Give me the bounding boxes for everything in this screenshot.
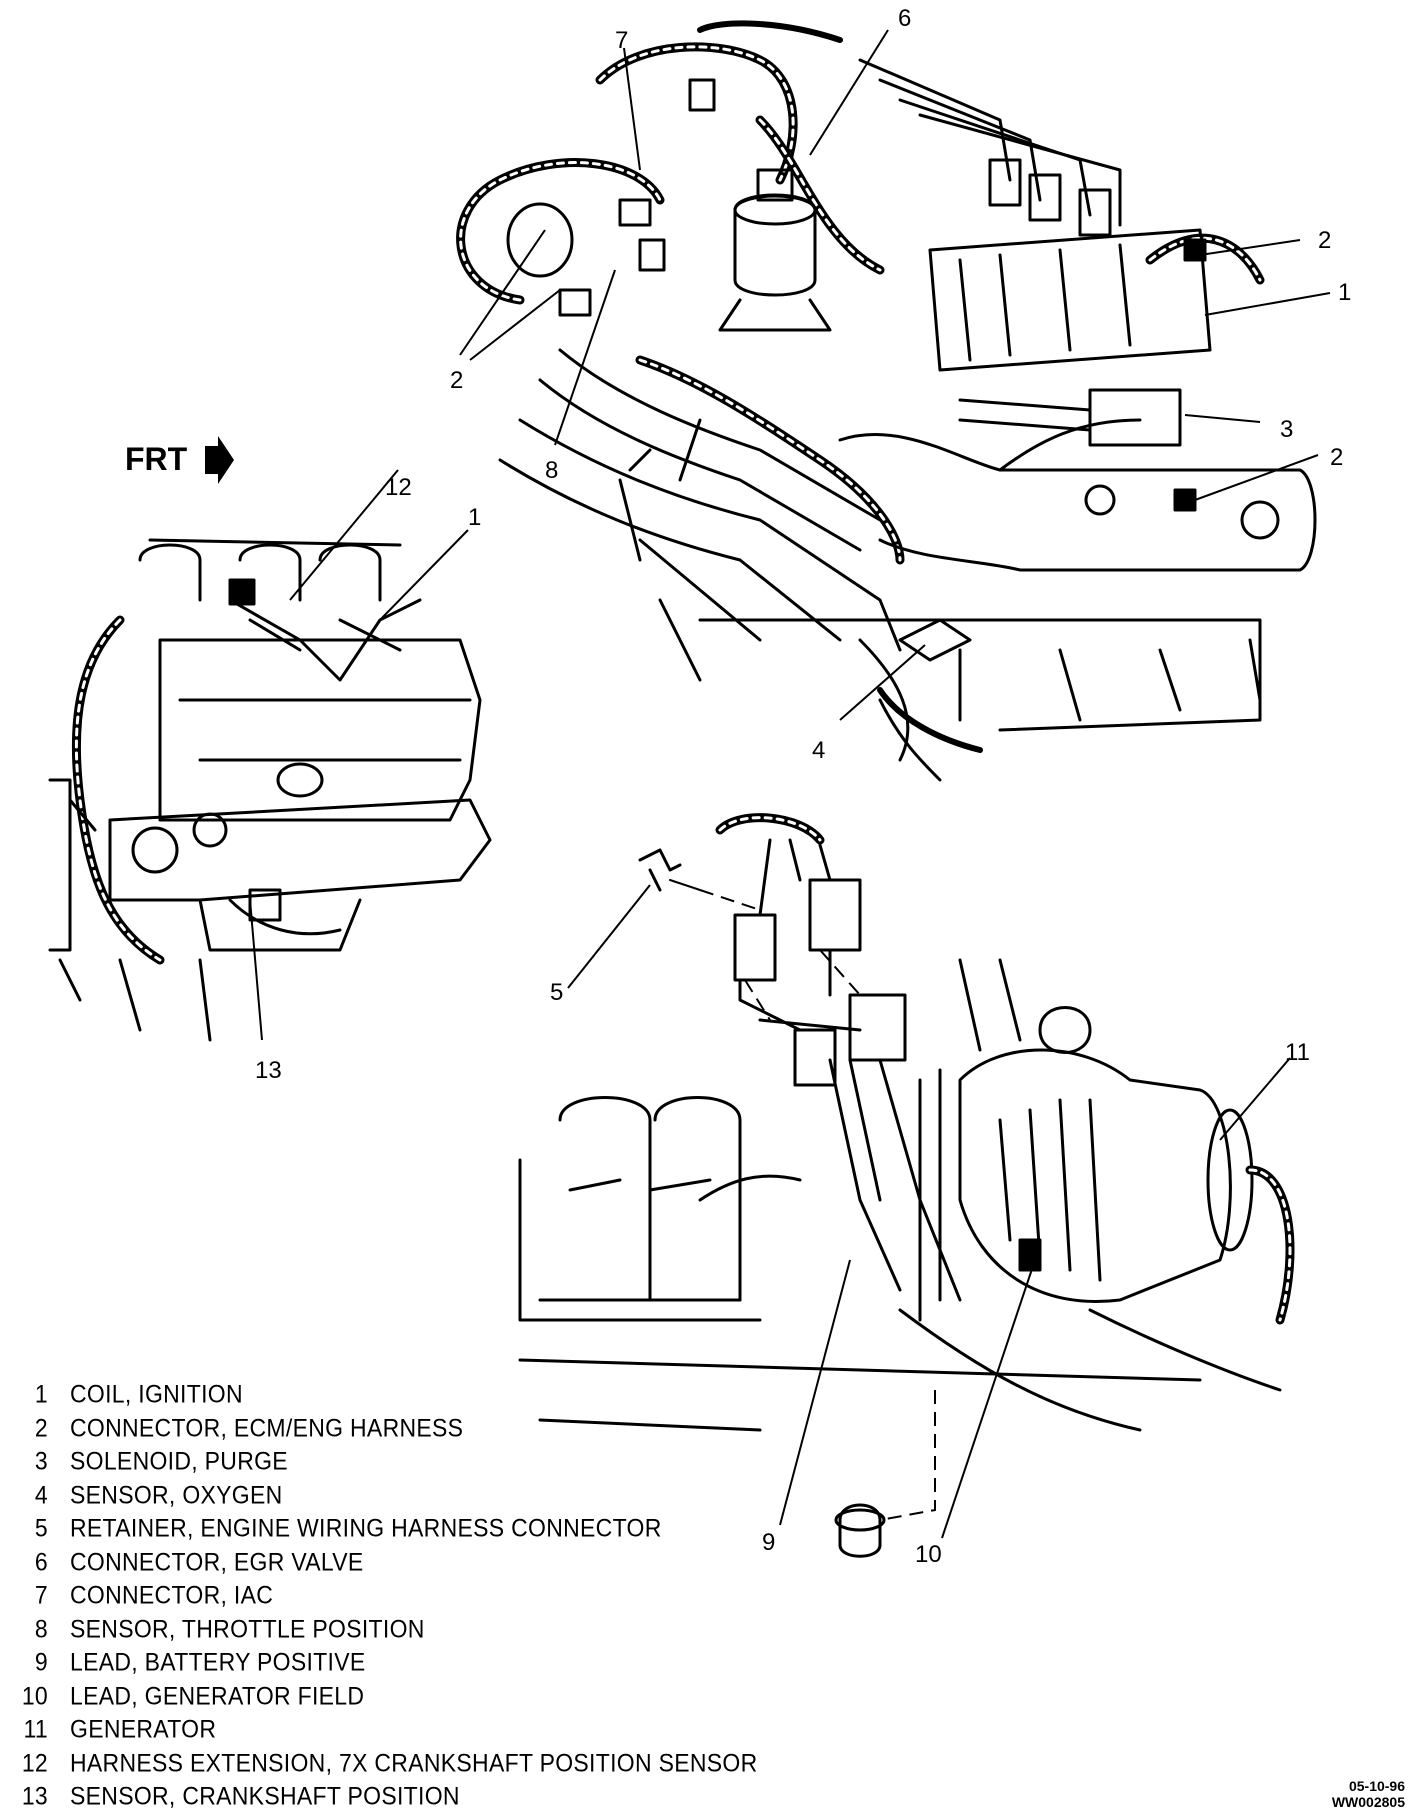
front-marker: FRT xyxy=(125,436,234,484)
figure-date: 05-10-96 xyxy=(1348,1778,1405,1794)
callout-8: 8 xyxy=(545,457,558,484)
upper-callout-lines xyxy=(459,29,1331,721)
left-engine-view xyxy=(48,538,492,1042)
callout-5: 5 xyxy=(550,979,563,1006)
callout-6: 6 xyxy=(898,5,911,32)
callout-4: 4 xyxy=(812,737,825,764)
left-callout-lines xyxy=(249,469,469,1041)
callout-11: 11 xyxy=(1285,1039,1310,1066)
callout-2-upper-right: 2 xyxy=(1318,227,1331,254)
front-arrow-icon xyxy=(205,436,234,484)
callout-2-lower-right: 2 xyxy=(1330,444,1343,471)
callout-numbers: 6 7 2 8 2 1 3 2 4 12 1 13 5 11 9 10 xyxy=(255,5,1351,1568)
callout-1-left: 1 xyxy=(468,504,481,531)
callout-2-left: 2 xyxy=(450,367,463,394)
callout-3: 3 xyxy=(1280,416,1293,443)
callout-12: 12 xyxy=(385,474,412,501)
lower-callout-lines xyxy=(567,884,1291,1539)
figure-code: 05-10-96 WW002805 xyxy=(1290,1778,1405,1810)
callout-9: 9 xyxy=(762,1529,775,1556)
callout-13: 13 xyxy=(255,1057,282,1084)
lower-engine-view xyxy=(518,813,1295,1558)
callout-1-upper: 1 xyxy=(1338,279,1351,306)
lower-dashed-lines xyxy=(699,889,936,1521)
front-marker-label: FRT xyxy=(125,441,188,477)
upper-engine-view xyxy=(456,20,1317,782)
callout-10: 10 xyxy=(915,1541,942,1568)
callout-7: 7 xyxy=(615,27,628,54)
figure-id: WW002805 xyxy=(1331,1794,1405,1810)
